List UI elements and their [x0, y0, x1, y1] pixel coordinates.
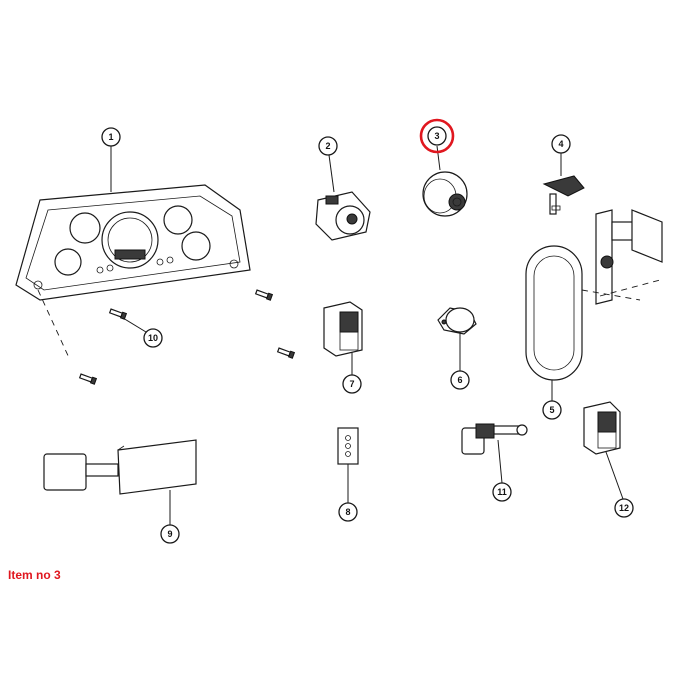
callout-6: 6: [450, 332, 470, 390]
part-handle-grip: [525, 209, 663, 381]
callout-12: 12: [605, 451, 634, 518]
part-rocker-switch-12: [583, 401, 621, 455]
callout-5: 5: [542, 380, 562, 420]
callout-3: 3: [419, 118, 455, 171]
callout-5-label: 5: [549, 405, 554, 415]
callout-9: 9: [160, 490, 180, 544]
part-screws: [78, 289, 296, 385]
callout-1: 1: [101, 127, 121, 192]
callout-1-label: 1: [108, 132, 113, 142]
part-control-module: [43, 439, 197, 495]
part-buzzer: [437, 307, 477, 335]
part-key: [542, 175, 585, 215]
callout-2-label: 2: [325, 141, 330, 151]
callout-11-label: 11: [497, 487, 507, 497]
callout-12-label: 12: [619, 503, 629, 513]
callout-9-label: 9: [167, 529, 172, 539]
item-number-label: Item no 3: [8, 568, 61, 582]
part-rocker-switch-7: [323, 301, 363, 357]
callout-7-label: 7: [349, 379, 354, 389]
part-bulb-socket: [461, 423, 528, 455]
part-rotary-switch: [315, 191, 371, 241]
callout-3-label: 3: [434, 131, 439, 141]
part-ignition-switch: [422, 171, 468, 217]
callout-4: 4: [551, 134, 571, 176]
callout-8: 8: [338, 464, 358, 522]
callout-11: 11: [492, 439, 512, 502]
callout-4-label: 4: [558, 139, 563, 149]
highlight-ring: [419, 118, 455, 154]
callout-8-label: 8: [345, 507, 350, 517]
callout-6-label: 6: [457, 375, 462, 385]
part-instrument-cluster: [15, 184, 251, 301]
part-indicator-strip: [337, 427, 359, 465]
callout-7: 7: [342, 352, 362, 394]
callout-10: 10: [122, 317, 163, 348]
callout-10-label: 10: [148, 333, 158, 343]
callout-2: 2: [318, 136, 338, 193]
